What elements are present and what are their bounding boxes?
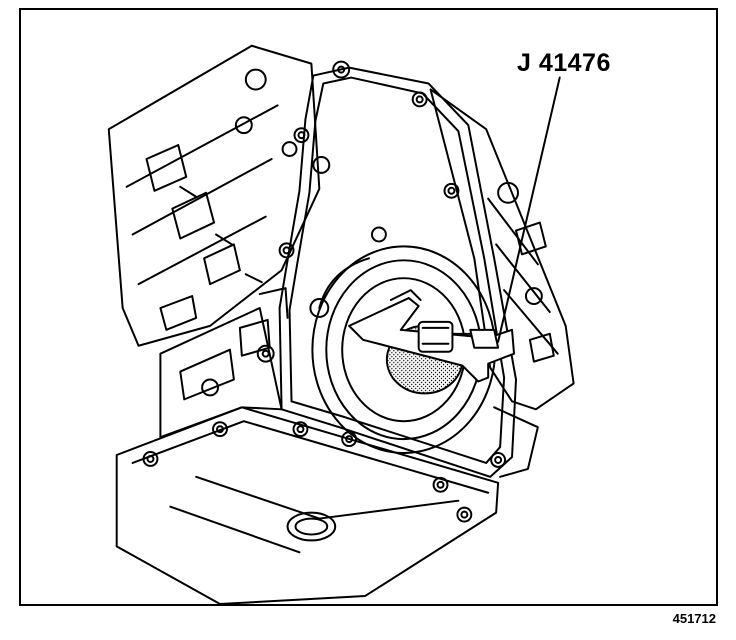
tool-j41476 [348,289,516,383]
front-cover [256,60,517,478]
engine-front-cover-illustration [107,44,575,604]
cylinder-head-left [107,44,321,347]
callout-leader-line [497,76,561,343]
cylinder-head-right [429,88,575,411]
illustration-frame: J 41476 [19,8,718,606]
engine-block-lower [159,287,539,478]
figure-id-label: 451712 [672,611,716,626]
oil-pan [115,406,500,604]
tool-callout-label: J 41476 [517,49,611,77]
